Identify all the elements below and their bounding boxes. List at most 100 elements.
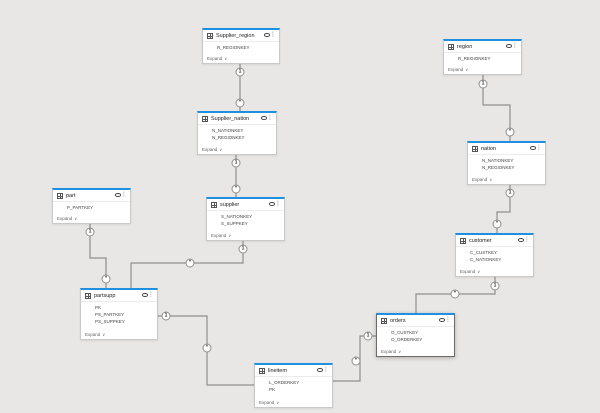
more-options-icon[interactable]: ⋮ [524, 237, 530, 243]
eye-icon[interactable] [115, 193, 121, 197]
eye-icon[interactable] [269, 202, 275, 206]
table-card-supplier_nation[interactable]: Supplier_nation⋮ N_NATIONKEY N_REGIONKEY Ex… [197, 111, 277, 155]
table-card-header[interactable]: part⋮ [53, 190, 130, 201]
table-card-header[interactable]: nation⋮ [468, 143, 545, 154]
cardinality-label: 1 [235, 67, 245, 77]
expand-label: Expand [472, 177, 488, 182]
field-item[interactable]: N_REGIONKEY [482, 165, 515, 170]
table-card-header[interactable]: Supplier_nation⋮ [198, 113, 276, 124]
cardinality-one-marker: 1 [161, 311, 171, 321]
field-item[interactable]: PK [95, 305, 102, 310]
expand-toggle[interactable]: Expand∨ [57, 216, 77, 221]
cardinality-many-marker: * [450, 289, 460, 299]
field-item[interactable]: N_REGIONKEY [212, 135, 245, 140]
cardinality-label: 1 [238, 244, 248, 254]
table-card-header[interactable]: partsupp⋮ [81, 290, 157, 301]
table-card-region[interactable]: region⋮ R_REGIONKEY Expand∨ [443, 39, 522, 75]
cardinality-label: 1 [363, 331, 373, 341]
more-options-icon[interactable]: ⋮ [148, 292, 154, 298]
table-card-supplier[interactable]: supplier⋮ S_NATIONKEY S_SUPPKEY Expand∨ [206, 197, 285, 241]
field-item[interactable]: N_NATIONKEY [482, 158, 514, 163]
more-options-icon[interactable]: ⋮ [512, 43, 518, 49]
field-item[interactable]: PS_PARTKEY [95, 312, 125, 317]
table-card-header[interactable]: customer⋮ [456, 235, 533, 246]
table-card-nation[interactable]: nation⋮ N_NATIONKEY N_REGIONKEY Expand∨ [467, 141, 546, 185]
table-card-partsupp[interactable]: partsupp⋮ PK PS_PARTKEY PS_SUPPKEY Expand∨ [80, 288, 158, 340]
table-card-header[interactable]: lineitem⋮ [255, 365, 332, 376]
cardinality-label: * [185, 258, 195, 268]
cardinality-many-marker: * [235, 98, 245, 108]
chevron-down-icon: ∨ [477, 269, 481, 274]
expand-toggle[interactable]: Expand∨ [460, 269, 480, 274]
table-icon [448, 43, 454, 50]
table-icon [259, 367, 265, 374]
expand-toggle[interactable]: Expand∨ [211, 233, 231, 238]
expand-label: Expand [207, 56, 223, 61]
chevron-down-icon: ∨ [224, 56, 228, 61]
cardinality-label: 1 [505, 188, 515, 198]
header-divider [198, 124, 276, 125]
more-options-icon[interactable]: ⋮ [323, 367, 329, 373]
field-item[interactable]: C_NATIONKEY [470, 257, 502, 262]
eye-icon[interactable] [439, 318, 445, 322]
cardinality-many-marker: * [202, 343, 212, 353]
table-card-orders[interactable]: orders⋮ O_CUSTKEY O_ORDERKEY Expand∨ [376, 313, 455, 357]
more-options-icon[interactable]: ⋮ [270, 32, 276, 38]
field-item[interactable]: L_ORDERKEY [269, 380, 300, 385]
field-list: L_ORDERKEY PK [255, 376, 332, 393]
expand-toggle[interactable]: Expand∨ [472, 177, 492, 182]
eye-icon[interactable] [264, 33, 270, 37]
field-item[interactable]: R_REGIONKEY [217, 45, 250, 50]
eye-icon[interactable] [518, 238, 524, 242]
field-item[interactable]: PS_SUPPKEY [95, 319, 125, 324]
more-options-icon[interactable]: ⋮ [121, 192, 127, 198]
table-card-header[interactable]: orders⋮ [377, 315, 454, 326]
cardinality-one-marker: 1 [235, 67, 245, 77]
more-options-icon[interactable]: ⋮ [275, 201, 281, 207]
table-card-header[interactable]: supplier⋮ [207, 199, 284, 210]
expand-toggle[interactable]: Expand∨ [259, 400, 279, 405]
field-item[interactable]: C_CUSTKEY [470, 250, 498, 255]
field-item[interactable]: PK [269, 387, 276, 392]
more-options-icon[interactable]: ⋮ [536, 145, 542, 151]
eye-icon[interactable] [142, 293, 148, 297]
field-item[interactable]: S_NATIONKEY [221, 214, 253, 219]
table-card-header[interactable]: Supplier_region⋮ [203, 30, 279, 41]
table-icon [207, 32, 213, 39]
table-card-part[interactable]: part⋮ P_PARTKEY Expand∨ [52, 188, 131, 224]
field-item[interactable]: N_NATIONKEY [212, 128, 244, 133]
expand-toggle[interactable]: Expand∨ [381, 349, 401, 354]
header-divider [255, 376, 332, 377]
table-card-supplier_region[interactable]: Supplier_region⋮ R_REGIONKEY Expand∨ [202, 28, 280, 64]
field-item[interactable]: P_PARTKEY [67, 205, 94, 210]
cardinality-label: * [231, 184, 241, 194]
header-divider [456, 246, 533, 247]
chevron-down-icon: ∨ [489, 177, 493, 182]
eye-icon[interactable] [530, 146, 536, 150]
table-icon [202, 115, 208, 122]
eye-icon[interactable] [261, 116, 267, 120]
more-options-icon[interactable]: ⋮ [267, 115, 273, 121]
table-card-lineitem[interactable]: lineitem⋮ L_ORDERKEY PK Expand∨ [254, 363, 333, 408]
eye-icon[interactable] [506, 44, 512, 48]
field-item[interactable]: S_SUPPKEY [221, 221, 248, 226]
table-icon [381, 317, 387, 324]
table-card-customer[interactable]: customer⋮ C_CUSTKEY C_NATIONKEY Expand∨ [455, 233, 534, 277]
expand-toggle[interactable]: Expand∨ [85, 332, 105, 337]
header-divider [468, 154, 545, 155]
expand-toggle[interactable]: Expand∨ [448, 67, 468, 72]
field-item[interactable]: R_REGIONKEY [458, 56, 491, 61]
expand-toggle[interactable]: Expand∨ [202, 147, 222, 152]
field-item[interactable]: O_ORDERKEY [391, 337, 423, 342]
more-options-icon[interactable]: ⋮ [445, 317, 451, 323]
table-card-header[interactable]: region⋮ [444, 41, 521, 52]
field-item[interactable]: O_CUSTKEY [391, 330, 419, 335]
chevron-down-icon: ∨ [228, 233, 232, 238]
cardinality-many-marker: * [351, 356, 361, 366]
field-list: PK PS_PARTKEY PS_SUPPKEY [81, 301, 157, 325]
expand-toggle[interactable]: Expand∨ [207, 56, 227, 61]
cardinality-one-marker: 1 [505, 188, 515, 198]
cardinality-many-marker: * [492, 219, 502, 229]
eye-icon[interactable] [317, 368, 323, 372]
